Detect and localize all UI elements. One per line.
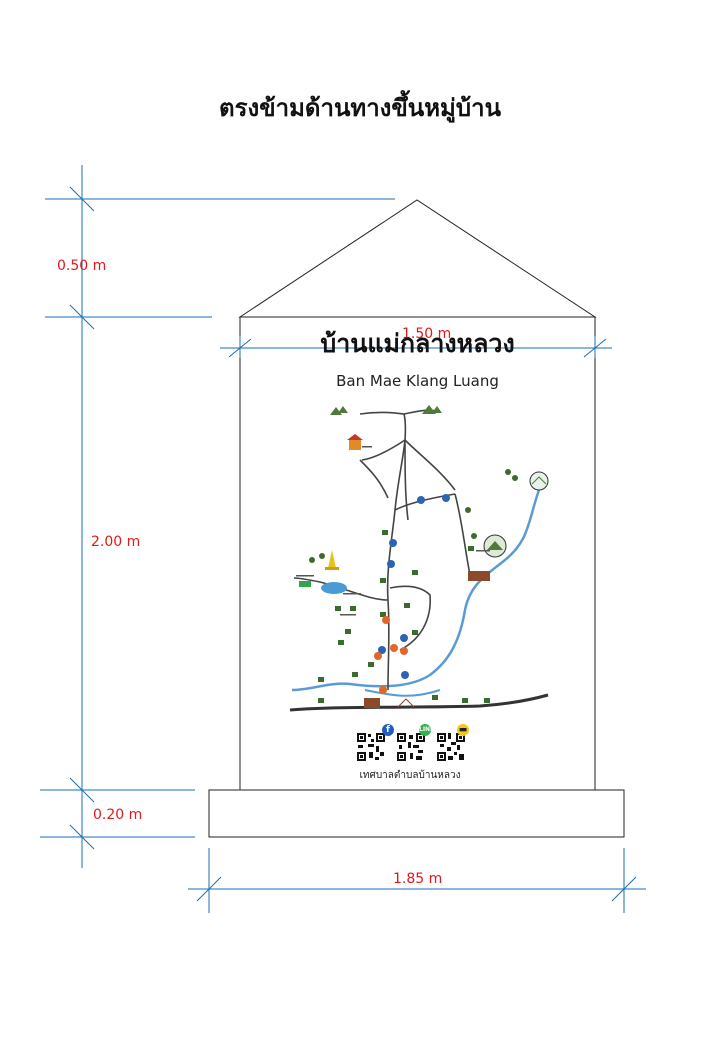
sign-board — [239, 316, 596, 791]
base-width-dimension — [188, 848, 646, 913]
taxi-icon: ▬ — [457, 724, 469, 736]
signboard-icon — [364, 698, 380, 708]
base-height-label: 0.20 m — [93, 807, 143, 823]
facebook-icon: f — [382, 724, 394, 736]
roof-height-label: 0.50 m — [57, 258, 107, 274]
sign-title-english: Ban Mae Klang Luang — [336, 372, 499, 390]
vertical-dimension-lines — [40, 165, 395, 868]
board-width-label: 1.50 m — [402, 326, 452, 342]
market-icon — [299, 581, 311, 587]
tree-icon — [309, 469, 518, 563]
shelter-icon — [397, 698, 415, 708]
map-stream — [291, 486, 542, 692]
map-stream-branch — [364, 689, 441, 697]
restaurant-icon — [374, 616, 408, 694]
labels-placeholder — [296, 446, 490, 616]
pond-icon — [321, 582, 347, 594]
pagoda-icon — [325, 550, 339, 570]
board-height-label: 2.00 m — [91, 534, 141, 550]
qr-code-line[interactable] — [396, 732, 426, 762]
municipality-label: เทศบาลตำบลบ้านหลวง — [359, 770, 461, 781]
service-point-icon — [378, 494, 450, 679]
mountain-icon — [422, 405, 442, 414]
house-icon — [318, 530, 490, 703]
base-width-label: 1.85 m — [393, 871, 443, 887]
sign-title-thai: บ้านแม่กลางหลวง — [320, 329, 515, 358]
board-width-dimension — [220, 336, 612, 358]
page-heading: ตรงข้ามด้านทางขึ้นหมู่บ้าน — [219, 94, 501, 122]
qr-code-taxi[interactable] — [436, 732, 466, 762]
temple-icon — [347, 434, 363, 450]
qr-code-facebook[interactable] — [356, 732, 386, 762]
map-main-road — [289, 693, 549, 712]
view-point-icon — [483, 534, 507, 558]
sign-roof — [238, 199, 597, 318]
line-icon: LINE — [419, 724, 434, 736]
sign-base — [208, 789, 625, 838]
waterfall-icon — [529, 471, 549, 491]
bridge-icon — [468, 571, 490, 581]
mountain-icon — [330, 406, 348, 415]
map-pois — [296, 405, 549, 708]
